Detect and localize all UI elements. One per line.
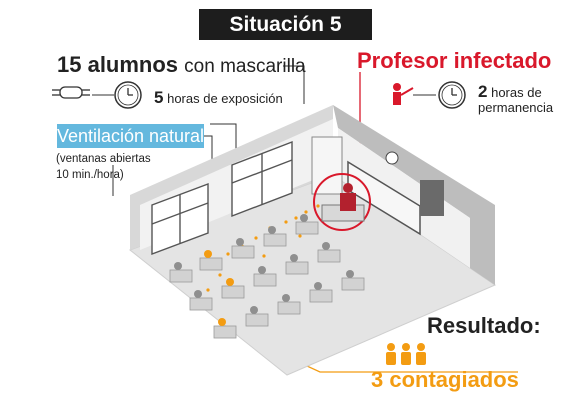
ventilation-detail-1: (ventanas abiertas bbox=[56, 153, 151, 165]
room-back-wall bbox=[333, 105, 495, 285]
person-icon bbox=[386, 343, 396, 365]
student-desks bbox=[169, 214, 365, 339]
teacher-hours: 2 bbox=[478, 82, 488, 101]
teacher-head bbox=[343, 183, 353, 193]
bookshelf bbox=[311, 136, 343, 195]
window-left bbox=[151, 182, 209, 256]
exposure-label: 5 horas de exposición bbox=[154, 88, 283, 108]
students-label: 15 alumnos con mascarilla bbox=[57, 52, 306, 78]
wall-clock bbox=[385, 151, 399, 165]
exposure-hours: 5 bbox=[154, 88, 164, 107]
infected-people-icons bbox=[386, 343, 426, 365]
teacher-body bbox=[340, 193, 356, 211]
ventilation-label: Ventilación natural bbox=[57, 124, 204, 148]
students-count: 15 alumnos bbox=[57, 52, 179, 77]
teacher-hours-text-1: horas de bbox=[491, 85, 542, 100]
exposure-text: horas de exposición bbox=[167, 91, 283, 106]
teacher-icon bbox=[393, 83, 414, 105]
infected-count: 3 contagiados bbox=[371, 367, 519, 392]
ventilation-detail: (ventanas abiertas 10 min./hora) bbox=[56, 151, 151, 183]
notice-board bbox=[420, 180, 444, 216]
window-right bbox=[231, 140, 293, 218]
page-title: Situación 5 bbox=[199, 9, 372, 40]
person-icon bbox=[416, 343, 426, 365]
clock-icon bbox=[438, 81, 466, 109]
blackboard bbox=[347, 160, 421, 236]
teacher-hours-label: 2 horas de permanencia bbox=[478, 82, 554, 115]
ventilation-detail-2: 10 min./hora) bbox=[56, 169, 124, 181]
teacher-highlight bbox=[313, 173, 371, 231]
result-label: Resultado: bbox=[427, 313, 541, 338]
mask-icon bbox=[52, 86, 90, 99]
clock-icon bbox=[114, 81, 142, 109]
teacher-label: Profesor infectado bbox=[357, 48, 552, 73]
teacher-hours-text-2: permanencia bbox=[478, 100, 554, 115]
person-icon bbox=[401, 343, 411, 365]
students-detail: con mascarilla bbox=[184, 56, 306, 77]
